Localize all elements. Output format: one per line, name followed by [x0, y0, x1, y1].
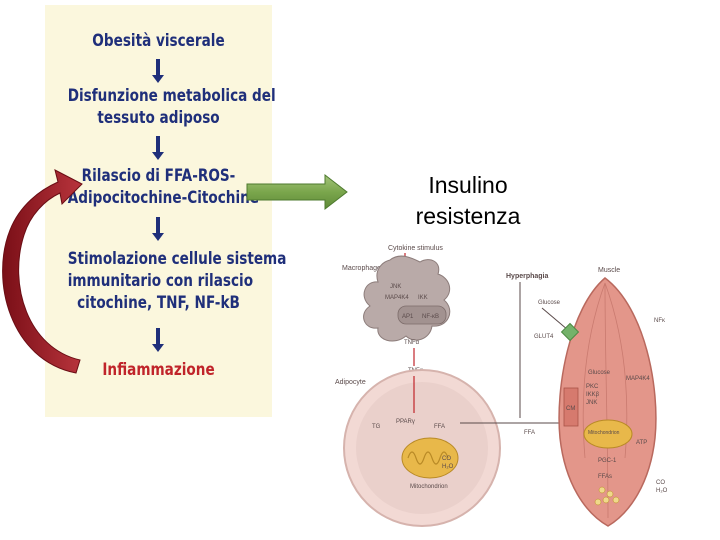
- cytokine-stimulus-label: Cytokine stimulus: [388, 245, 443, 252]
- flowchart-panel: Obesità viscerale Disfunzione metabolica…: [45, 5, 287, 417]
- flow-step-line: immunitario con rilascio: [67, 271, 254, 291]
- ffa-muscle-label: FFAs: [598, 474, 612, 480]
- map4k4-label: MAP4K4: [385, 295, 409, 301]
- ppar-label: PPARγ: [396, 419, 415, 425]
- co2-label: CO: [442, 456, 451, 462]
- flow-step-dysfunction: Disfunzione metabolica del tessuto adipo…: [67, 85, 276, 129]
- down-arrow-icon: [152, 59, 164, 83]
- flow-step-immune: Stimolazione cellule sistema immunitario…: [67, 248, 287, 314]
- mitochondrion-muscle-label: Mitochondrion: [588, 430, 620, 436]
- muscle-mitochondrion: [583, 419, 633, 449]
- glut4-label: GLUT4: [534, 334, 554, 340]
- mitochondrion-cristae: [407, 451, 449, 465]
- adipocyte-mitochondrion: [401, 437, 459, 479]
- result-line: Insulino: [428, 172, 508, 198]
- h2o-muscle-label: H₂O: [656, 488, 668, 494]
- flow-step-line: citochine, TNF, NF-kB: [77, 293, 240, 313]
- flow-step-line: Stimolazione cellule sistema: [67, 249, 287, 269]
- macrophage-nucleus: [397, 305, 447, 325]
- macrophage-label: Macrophage: [342, 265, 381, 272]
- flow-step-line: Obesità viscerale: [92, 31, 225, 51]
- insulin-resistance-figure: Cytokine stimulus Macrophage JNK MAP4K4 …: [335, 245, 668, 527]
- nfkb-right-label: NFκ: [654, 318, 666, 324]
- ikk-label: IKK: [418, 295, 428, 301]
- down-arrow-icon: [152, 217, 164, 241]
- flow-step-obesity: Obesità viscerale: [68, 30, 250, 52]
- mitochondrion-adipocyte-label: Mitochondrion: [410, 484, 448, 490]
- hyperphagia-label: Hyperphagia: [506, 273, 549, 280]
- insulin-resistance-label: Insulino resistenza: [388, 170, 548, 232]
- down-arrow-icon: [152, 328, 164, 352]
- glucose-line: [541, 307, 569, 331]
- ikkb-label: IKKβ: [586, 392, 600, 398]
- lipid-droplet: [602, 496, 610, 504]
- flow-step-line: Rilascio di FFA-ROS-: [81, 166, 236, 186]
- flow-step-line: Adipocitochine-Citochine: [67, 188, 260, 208]
- nfkb-label: NF-κB: [422, 314, 439, 320]
- cm-box: [563, 387, 579, 427]
- lipid-droplet: [594, 498, 602, 506]
- flow-step-inflammation: Infiammazione: [68, 359, 250, 381]
- feedback-curved-arrow: [2, 169, 83, 374]
- result-line: resistenza: [415, 203, 521, 229]
- glut4-transporter: [560, 322, 580, 342]
- lipid-droplet: [606, 490, 614, 498]
- glucose-outside-label: Glucose: [538, 300, 561, 306]
- h2o-label: H₂O: [442, 464, 454, 470]
- flow-step-line: Infiammazione: [102, 360, 215, 380]
- co2-muscle-label: CO: [656, 480, 665, 486]
- ap1-label: AP1: [402, 314, 414, 320]
- ffa-adipocyte-label: FFA: [434, 424, 445, 430]
- cm-label: CM: [566, 406, 575, 412]
- tnfa-macrophage-label: TNFα: [404, 340, 420, 346]
- flow-step-line: tessuto adiposo: [97, 108, 220, 128]
- glucose-inside-label: Glucose: [588, 370, 611, 376]
- lipid-droplet: [598, 486, 606, 494]
- ffa-flow-label: FFA: [524, 430, 535, 436]
- atp-label: ATP: [636, 440, 647, 446]
- green-right-arrow-icon: [246, 173, 348, 211]
- tg-label: TG: [372, 424, 381, 430]
- jnk-label: JNK: [390, 284, 401, 290]
- adipocyte-label: Adipocyte: [335, 379, 366, 386]
- map4k4-muscle-label: MAP4K4: [626, 376, 650, 382]
- down-arrow-icon: [152, 136, 164, 160]
- muscle-cell: [558, 277, 657, 527]
- jnk-muscle-label: JNK: [586, 400, 597, 406]
- flow-step-line: Disfunzione metabolica del: [67, 86, 276, 106]
- muscle-label: Muscle: [598, 267, 620, 274]
- flow-step-release: Rilascio di FFA-ROS- Adipocitochine-Cito…: [67, 165, 260, 209]
- pgc1-label: PGC-1: [598, 458, 617, 464]
- pkc-label: PKC: [586, 384, 599, 390]
- lipid-droplet: [612, 496, 620, 504]
